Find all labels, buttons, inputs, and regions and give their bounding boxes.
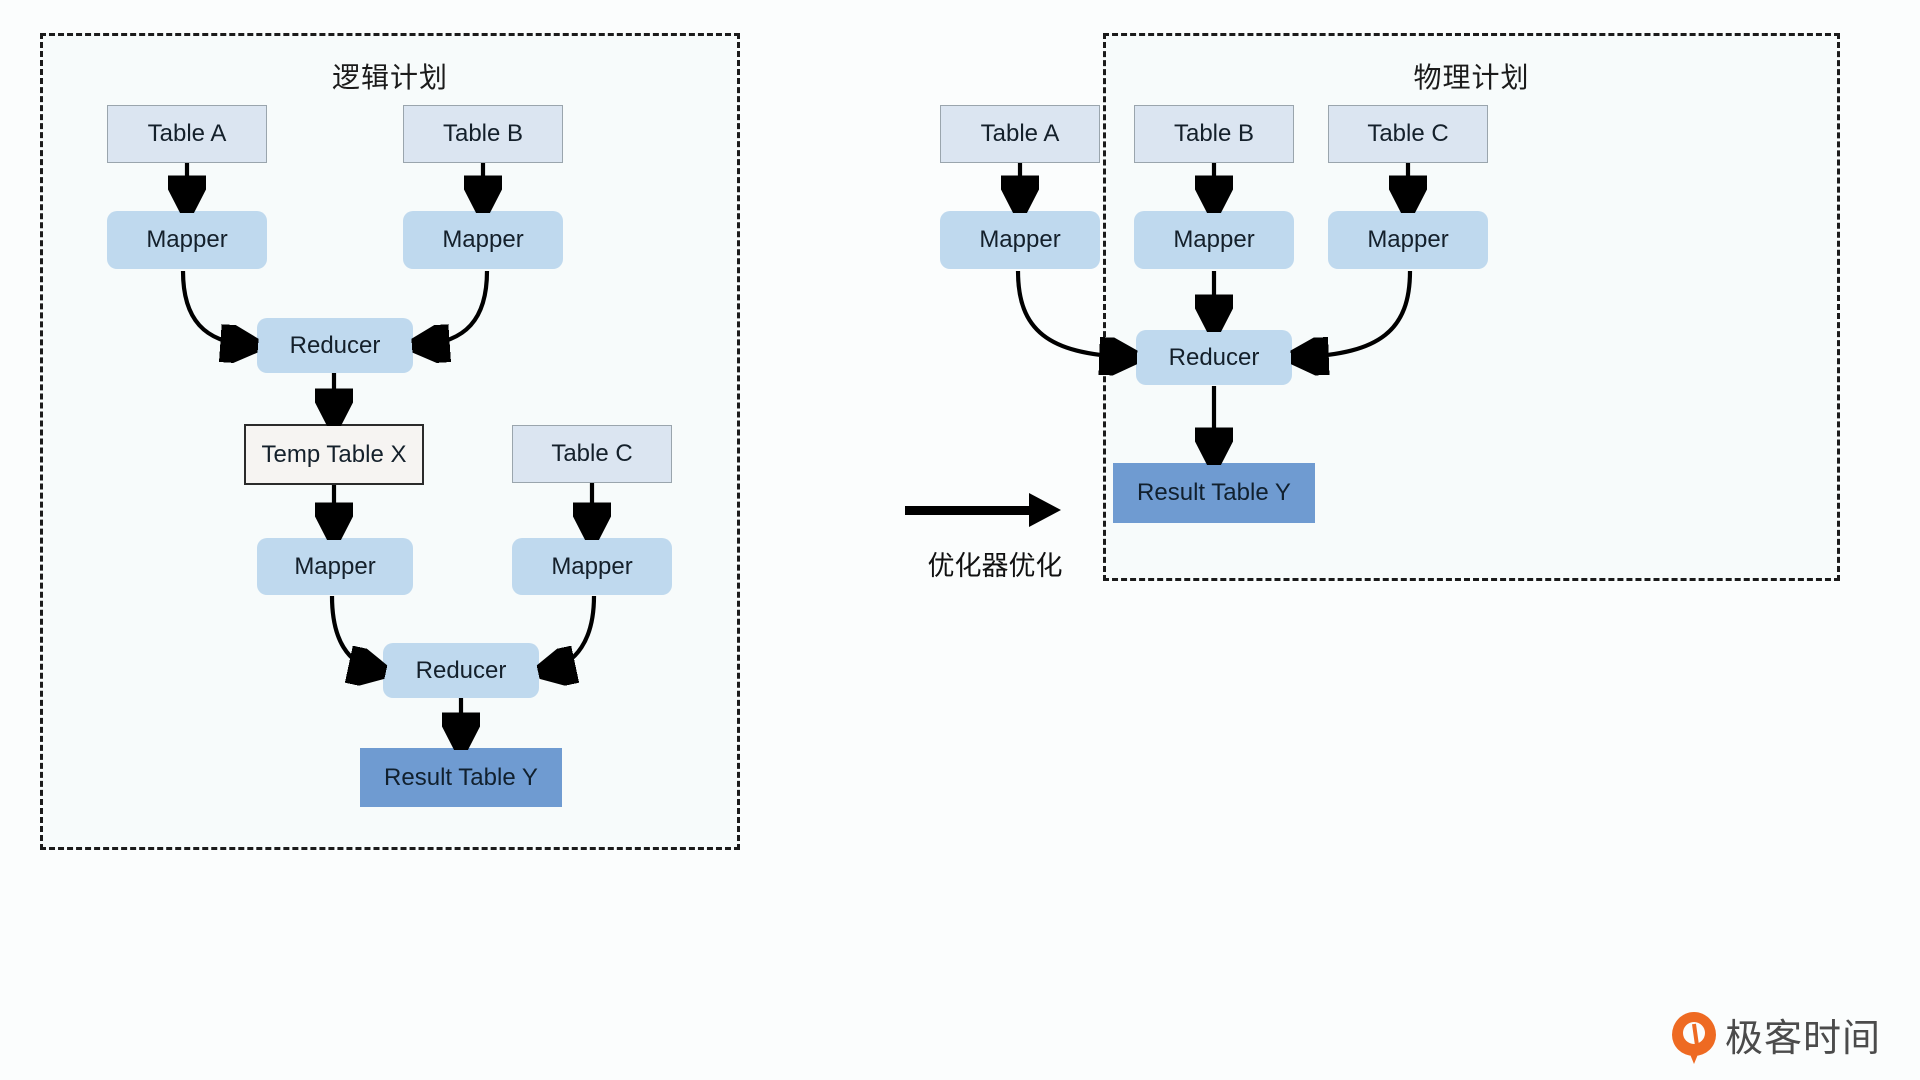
node-physical-table-c: Table C [1328, 105, 1488, 163]
node-label: Table C [551, 440, 633, 467]
physical-plan-title: 物理计划 [1413, 61, 1530, 94]
node-physical-mapper-2: Mapper [1134, 211, 1294, 269]
node-label: Mapper [551, 552, 633, 580]
node-label: Table B [442, 120, 524, 147]
node-label: Result Table Y [1137, 479, 1291, 506]
node-label: Table C [1367, 120, 1449, 147]
node-logical-table-a: Table A [107, 105, 267, 163]
optimizer-transform: 优化器优化 [905, 482, 1095, 592]
geektime-drop-logo-icon [1672, 1012, 1716, 1064]
node-logical-reducer-1: Reducer [257, 318, 413, 373]
node-logical-mapper-4: Mapper [512, 538, 672, 595]
node-label: Table B [1173, 120, 1255, 147]
node-physical-table-a: Table A [940, 105, 1100, 163]
node-logical-mapper-3: Mapper [257, 538, 413, 595]
watermark-text: 极客时间 [1725, 1016, 1882, 1060]
right-arrow-icon-shaft [905, 506, 1035, 515]
node-logical-table-c: Table C [512, 425, 672, 483]
node-logical-result-table-y: Result Table Y [360, 748, 562, 807]
node-label: Mapper [294, 552, 376, 580]
node-physical-result-table-y: Result Table Y [1113, 463, 1315, 523]
node-label: Reducer [1168, 343, 1260, 371]
node-label: Reducer [415, 656, 507, 684]
node-label: Mapper [1367, 226, 1449, 253]
node-physical-mapper-3: Mapper [1328, 211, 1488, 269]
node-physical-table-b: Table B [1134, 105, 1294, 163]
node-logical-mapper-2: Mapper [403, 211, 563, 269]
node-logical-mapper-1: Mapper [107, 211, 267, 269]
node-label: Mapper [146, 226, 228, 253]
node-label: Reducer [289, 331, 381, 359]
node-physical-mapper-1: Mapper [940, 211, 1100, 269]
node-physical-reducer: Reducer [1136, 330, 1292, 385]
optimizer-caption: 优化器优化 [927, 551, 1063, 582]
node-logical-temp-table-x: Temp Table X [244, 424, 424, 485]
node-label: Result Table Y [384, 763, 538, 791]
node-label: Table A [980, 120, 1060, 147]
watermark: 极客时间 [1672, 1012, 1881, 1064]
node-label: Mapper [979, 226, 1061, 253]
node-logical-reducer-2: Reducer [383, 643, 539, 698]
node-logical-table-b: Table B [403, 105, 563, 163]
logical-plan-title: 逻辑计划 [331, 61, 448, 94]
node-label: Mapper [442, 226, 524, 253]
right-arrow-icon-head [1029, 493, 1061, 527]
node-label: Temp Table X [261, 440, 407, 468]
node-label: Table A [147, 120, 227, 147]
node-label: Mapper [1173, 226, 1255, 253]
